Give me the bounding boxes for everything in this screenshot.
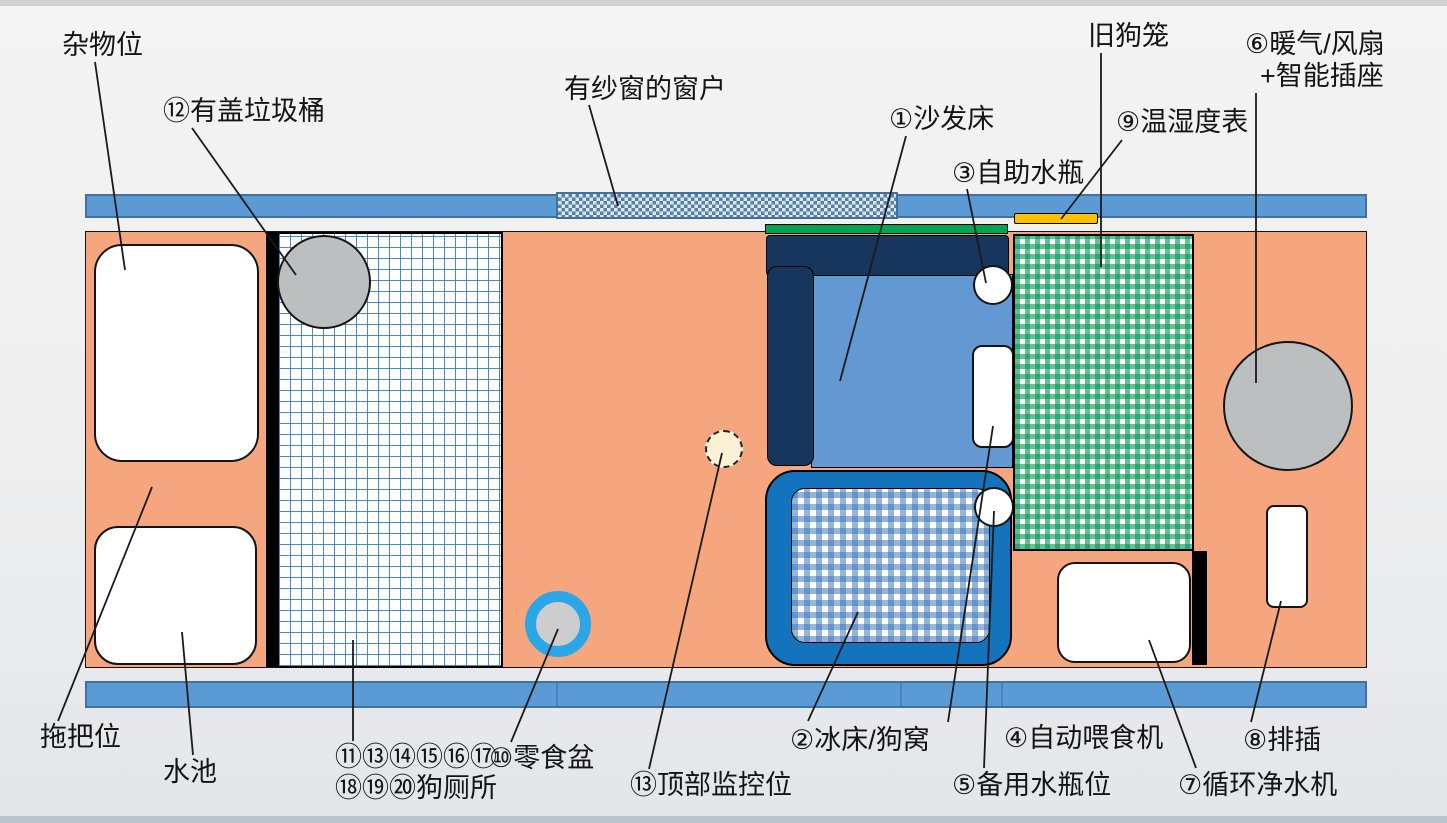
label-thermo: ⑨温湿度表: [1116, 107, 1249, 137]
label-sink: 水池: [163, 757, 217, 787]
wall-segment-divider: [556, 683, 558, 706]
label-covered-trash: ⑫有盖垃圾桶: [163, 96, 325, 126]
self-water-bottle-shape: [973, 265, 1013, 305]
bottom-edge-strip: [0, 816, 1447, 823]
thermo-hygrometer-shape: [1014, 213, 1098, 224]
label-backup-bottle: ⑤备用水瓶位: [952, 770, 1112, 800]
green-shelf: [765, 224, 1008, 234]
label-heater-fan: ⑥暖气/风扇: [1245, 29, 1385, 59]
snack-bowl-shape: [525, 591, 591, 657]
backup-bottle-shape: [974, 487, 1014, 527]
covered-trash-bin-shape: [277, 235, 371, 329]
label-purifier: ⑦循环净水机: [1178, 770, 1338, 800]
water-purifier-shape: [1057, 562, 1191, 663]
left-divider-bar: [266, 232, 277, 667]
label-dog-toilet-row1: ⑪⑬⑭⑮⑯⑰: [335, 742, 497, 772]
auto-feeder-shape: [972, 345, 1014, 448]
label-power-strip: ⑧排插: [1243, 725, 1322, 755]
label-sofa-bed: ①沙发床: [889, 104, 995, 134]
bottom-wall: [85, 681, 1367, 708]
label-misc-spot: 杂物位: [62, 30, 143, 60]
sofa-bed-arm: [767, 266, 814, 466]
label-mop-spot: 拖把位: [40, 722, 121, 752]
old-dog-cage-shape: [1013, 234, 1194, 551]
leader-window: [588, 104, 619, 207]
screened-window-shape: [556, 192, 898, 219]
label-smart-socket: +智能插座: [1260, 61, 1384, 91]
heater-fan-shape: [1223, 341, 1353, 471]
ice-bed-mat: [791, 488, 990, 643]
label-old-cage: 旧狗笼: [1088, 21, 1169, 51]
misc-storage-box: [94, 244, 259, 462]
wall-segment-divider: [900, 683, 902, 706]
power-strip-shape: [1266, 505, 1308, 608]
label-top-camera: ⑬顶部监控位: [630, 770, 792, 800]
wall-segment-divider: [1001, 683, 1003, 706]
label-self-bottle: ③自助水瓶: [952, 158, 1085, 188]
sink-box: [94, 526, 257, 665]
right-divider-bar: [1192, 551, 1207, 665]
label-auto-feeder: ④自动喂食机: [1004, 723, 1164, 753]
label-dog-toilet-row2: ⑱⑲⑳狗厕所: [335, 773, 497, 803]
top-edge-strip: [0, 0, 1447, 6]
top-camera-spot-shape: [705, 430, 743, 468]
label-snack-bowl: ⑩零食盆: [489, 743, 595, 773]
label-ice-bed: ②冰床/狗窝: [790, 725, 930, 755]
label-screened-window: 有纱窗的窗户: [564, 74, 726, 104]
